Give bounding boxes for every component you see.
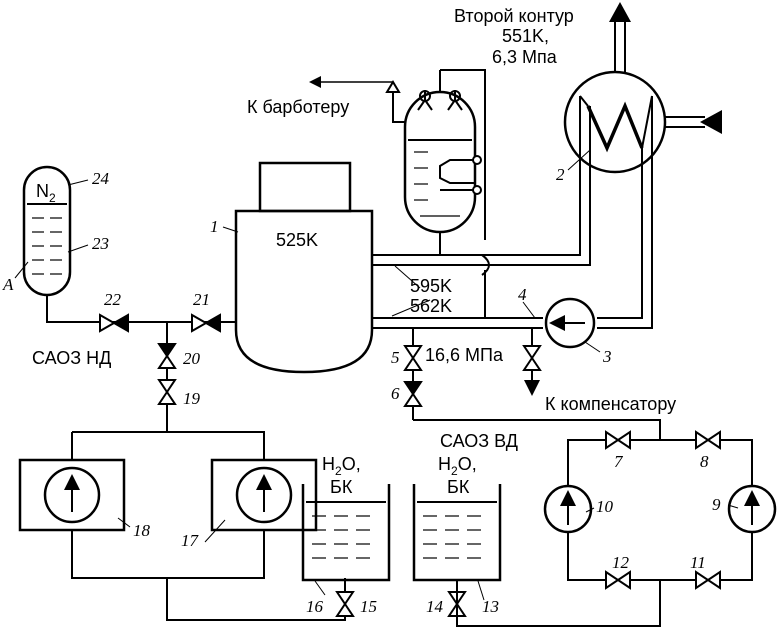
main-circulation-pump (544, 297, 596, 349)
pump-9 (727, 484, 777, 534)
reactor-temp: 525K (276, 230, 318, 250)
valve-15[interactable] (335, 591, 355, 617)
to-compensator-label: К компенсатору (545, 394, 676, 414)
label-6: 6 (391, 384, 400, 403)
high-pressure-pump-loop (567, 439, 753, 581)
steam-out-arrow-icon (609, 2, 631, 22)
primary-piping (372, 96, 653, 329)
valve-8[interactable] (695, 430, 721, 450)
reactor-vessel (234, 161, 374, 374)
label-10: 10 (596, 497, 614, 516)
valve-5[interactable] (403, 345, 423, 371)
valve-21[interactable] (191, 313, 221, 333)
valve-22[interactable] (99, 313, 129, 333)
label-20: 20 (183, 349, 201, 368)
cold-leg-temp: 562K (410, 296, 452, 316)
label-18: 18 (133, 521, 151, 540)
label-23: 23 (92, 234, 109, 253)
eccs-high-label: САОЗ ВД (440, 431, 518, 451)
valve-7[interactable] (605, 430, 631, 450)
second-loop-temp: 551K, (502, 26, 549, 46)
eccs-low-label: САОЗ НД (32, 348, 111, 368)
label-5: 5 (391, 348, 400, 367)
hot-leg-temp: 595K (410, 276, 452, 296)
hydroaccumulator (22, 165, 236, 323)
label-21: 21 (193, 290, 210, 309)
valve-11[interactable] (695, 570, 721, 590)
valve-19[interactable] (157, 379, 177, 405)
leader-lines (14, 149, 739, 601)
steam-generator (563, 2, 722, 174)
valve-20[interactable] (157, 343, 177, 369)
second-loop-pressure: 6,3 Мпа (492, 47, 558, 67)
valve-12[interactable] (605, 570, 631, 590)
label-24: 24 (92, 169, 110, 188)
tank-13-label-2: БК (447, 477, 470, 497)
tank-13-label-1: H2O, (438, 454, 477, 478)
label-19: 19 (183, 389, 201, 408)
valve-compensator[interactable] (522, 345, 542, 371)
label-12: 12 (612, 553, 630, 572)
label-4: 4 (518, 285, 527, 304)
tank-13 (412, 484, 502, 582)
feedwater-in-arrow-icon (700, 110, 722, 134)
pump-18 (18, 458, 126, 532)
tank-16-label-1: H2O, (322, 454, 361, 478)
pressure-label: 16,6 МПа (425, 345, 504, 365)
tank-16 (301, 484, 391, 582)
label-17: 17 (181, 531, 200, 550)
label-7: 7 (614, 452, 624, 471)
label-11: 11 (690, 553, 706, 572)
second-loop-title: Второй контур (454, 6, 574, 26)
label-22: 22 (104, 290, 122, 309)
label-9: 9 (712, 495, 721, 514)
to-bubbler-label: К барботеру (247, 97, 349, 117)
valve-6[interactable] (403, 381, 423, 407)
label-13: 13 (482, 597, 499, 616)
label-3: 3 (602, 347, 612, 366)
pump-10 (543, 484, 593, 534)
label-8: 8 (700, 452, 709, 471)
n2-label: N2 (36, 181, 56, 205)
pump-17 (210, 458, 318, 532)
label-16: 16 (306, 597, 324, 616)
point-a-label: A (2, 275, 14, 294)
label-1: 1 (210, 217, 219, 236)
label-15: 15 (360, 597, 377, 616)
label-14: 14 (426, 597, 444, 616)
tank-16-label-2: БК (330, 477, 353, 497)
label-2: 2 (556, 165, 565, 184)
pressurizer (309, 69, 486, 255)
